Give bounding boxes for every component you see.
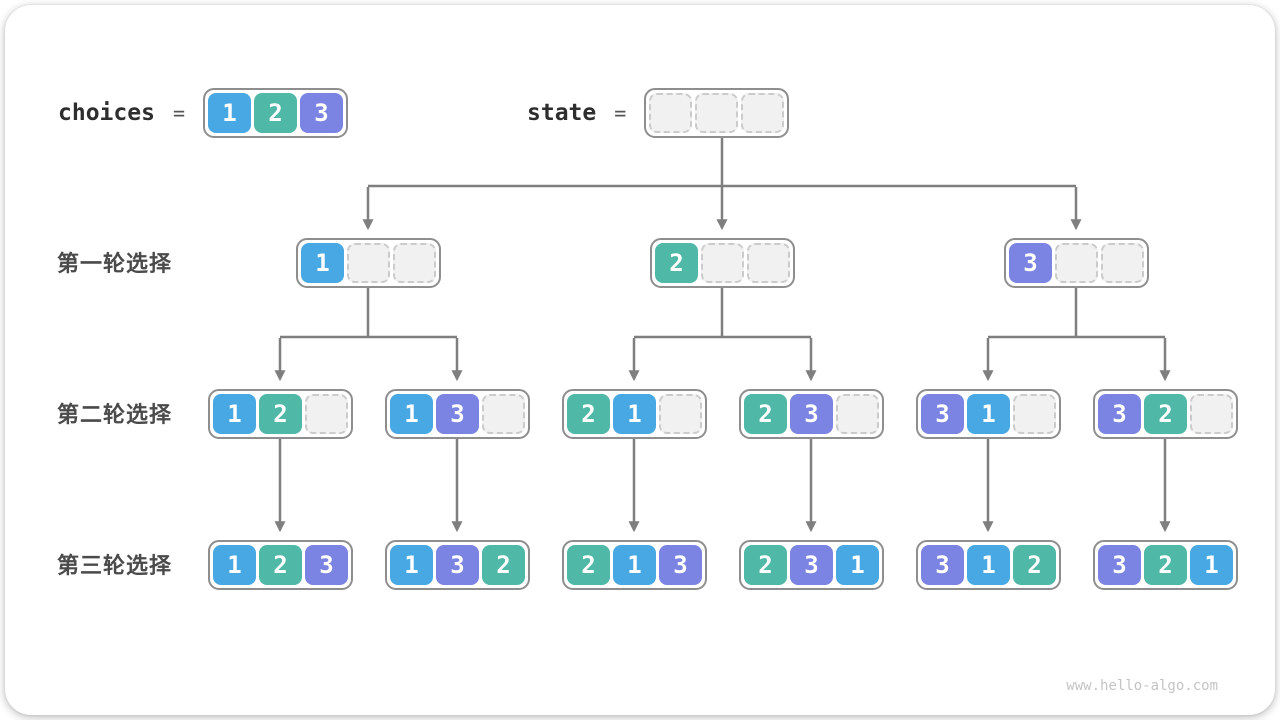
array-cell-empty — [741, 93, 785, 133]
array-cell-empty — [649, 93, 693, 133]
round-3-label: 第三轮选择 — [57, 553, 173, 578]
array-cell-filled: 2 — [744, 394, 787, 434]
array-cell-filled: 3 — [1009, 243, 1052, 283]
array-cell-filled: 2 — [253, 93, 297, 133]
array-cell-filled: 1 — [213, 394, 256, 434]
array-cell-filled: 2 — [744, 545, 787, 585]
array-cell-filled: 1 — [207, 93, 251, 133]
state-label: state — [527, 100, 597, 126]
array-cell-empty — [1013, 394, 1056, 434]
array-cell-filled: 2 — [567, 394, 610, 434]
array-cell-filled: 1 — [301, 243, 344, 283]
array-cell-filled: 1 — [967, 545, 1010, 585]
array-cell-filled: 3 — [1098, 394, 1141, 434]
array-cell-filled: 1 — [613, 545, 656, 585]
array-cell-filled: 3 — [436, 545, 479, 585]
array-cell-filled: 2 — [1013, 545, 1056, 585]
array-cell-empty — [1101, 243, 1144, 283]
array-cell-empty — [482, 394, 525, 434]
round-2-label: 第二轮选择 — [57, 402, 173, 427]
array-cell-empty — [393, 243, 436, 283]
array-cell-filled: 1 — [1190, 545, 1233, 585]
array-cell-filled: 3 — [921, 545, 964, 585]
state-array — [644, 88, 790, 138]
array-cell-filled: 3 — [790, 545, 833, 585]
array-cell-empty — [695, 93, 739, 133]
array-cell-filled: 1 — [390, 394, 433, 434]
array-cell-empty — [836, 394, 879, 434]
choices-equals-sign: = — [172, 101, 185, 125]
array-cell-filled: 3 — [305, 545, 348, 585]
perm-node: 1 — [296, 238, 441, 288]
watermark: www.hello-algo.com — [1066, 678, 1218, 694]
array-cell-filled: 2 — [567, 545, 610, 585]
array-cell-filled: 2 — [259, 545, 302, 585]
array-cell-filled: 3 — [436, 394, 479, 434]
array-cell-filled: 1 — [836, 545, 879, 585]
array-cell-filled: 1 — [613, 394, 656, 434]
array-cell-filled: 1 — [213, 545, 256, 585]
array-cell-filled: 3 — [1098, 545, 1141, 585]
array-cell-filled: 3 — [790, 394, 833, 434]
array-cell-filled: 2 — [655, 243, 698, 283]
perm-node: 2 — [650, 238, 795, 288]
array-cell-filled: 3 — [659, 545, 702, 585]
array-cell-filled: 2 — [259, 394, 302, 434]
array-cell-filled: 3 — [921, 394, 964, 434]
array-cell-filled: 1 — [967, 394, 1010, 434]
array-cell-filled: 1 — [390, 545, 433, 585]
array-cell-empty — [701, 243, 744, 283]
array-cell-filled: 2 — [1144, 545, 1187, 585]
array-cell-empty — [747, 243, 790, 283]
array-cell-empty — [347, 243, 390, 283]
round-1-label: 第一轮选择 — [57, 251, 173, 276]
state-equals-sign: = — [614, 101, 627, 125]
array-cell-empty — [1190, 394, 1233, 434]
choices-label: choices — [58, 100, 155, 126]
array-cell-filled: 3 — [299, 93, 343, 133]
array-cell-empty — [305, 394, 348, 434]
array-cell-empty — [1055, 243, 1098, 283]
state-definition: state = — [527, 88, 790, 138]
array-cell-filled: 2 — [1144, 394, 1187, 434]
array-cell-empty — [659, 394, 702, 434]
array-cell-filled: 2 — [482, 545, 525, 585]
perm-node: 3 — [1004, 238, 1149, 288]
